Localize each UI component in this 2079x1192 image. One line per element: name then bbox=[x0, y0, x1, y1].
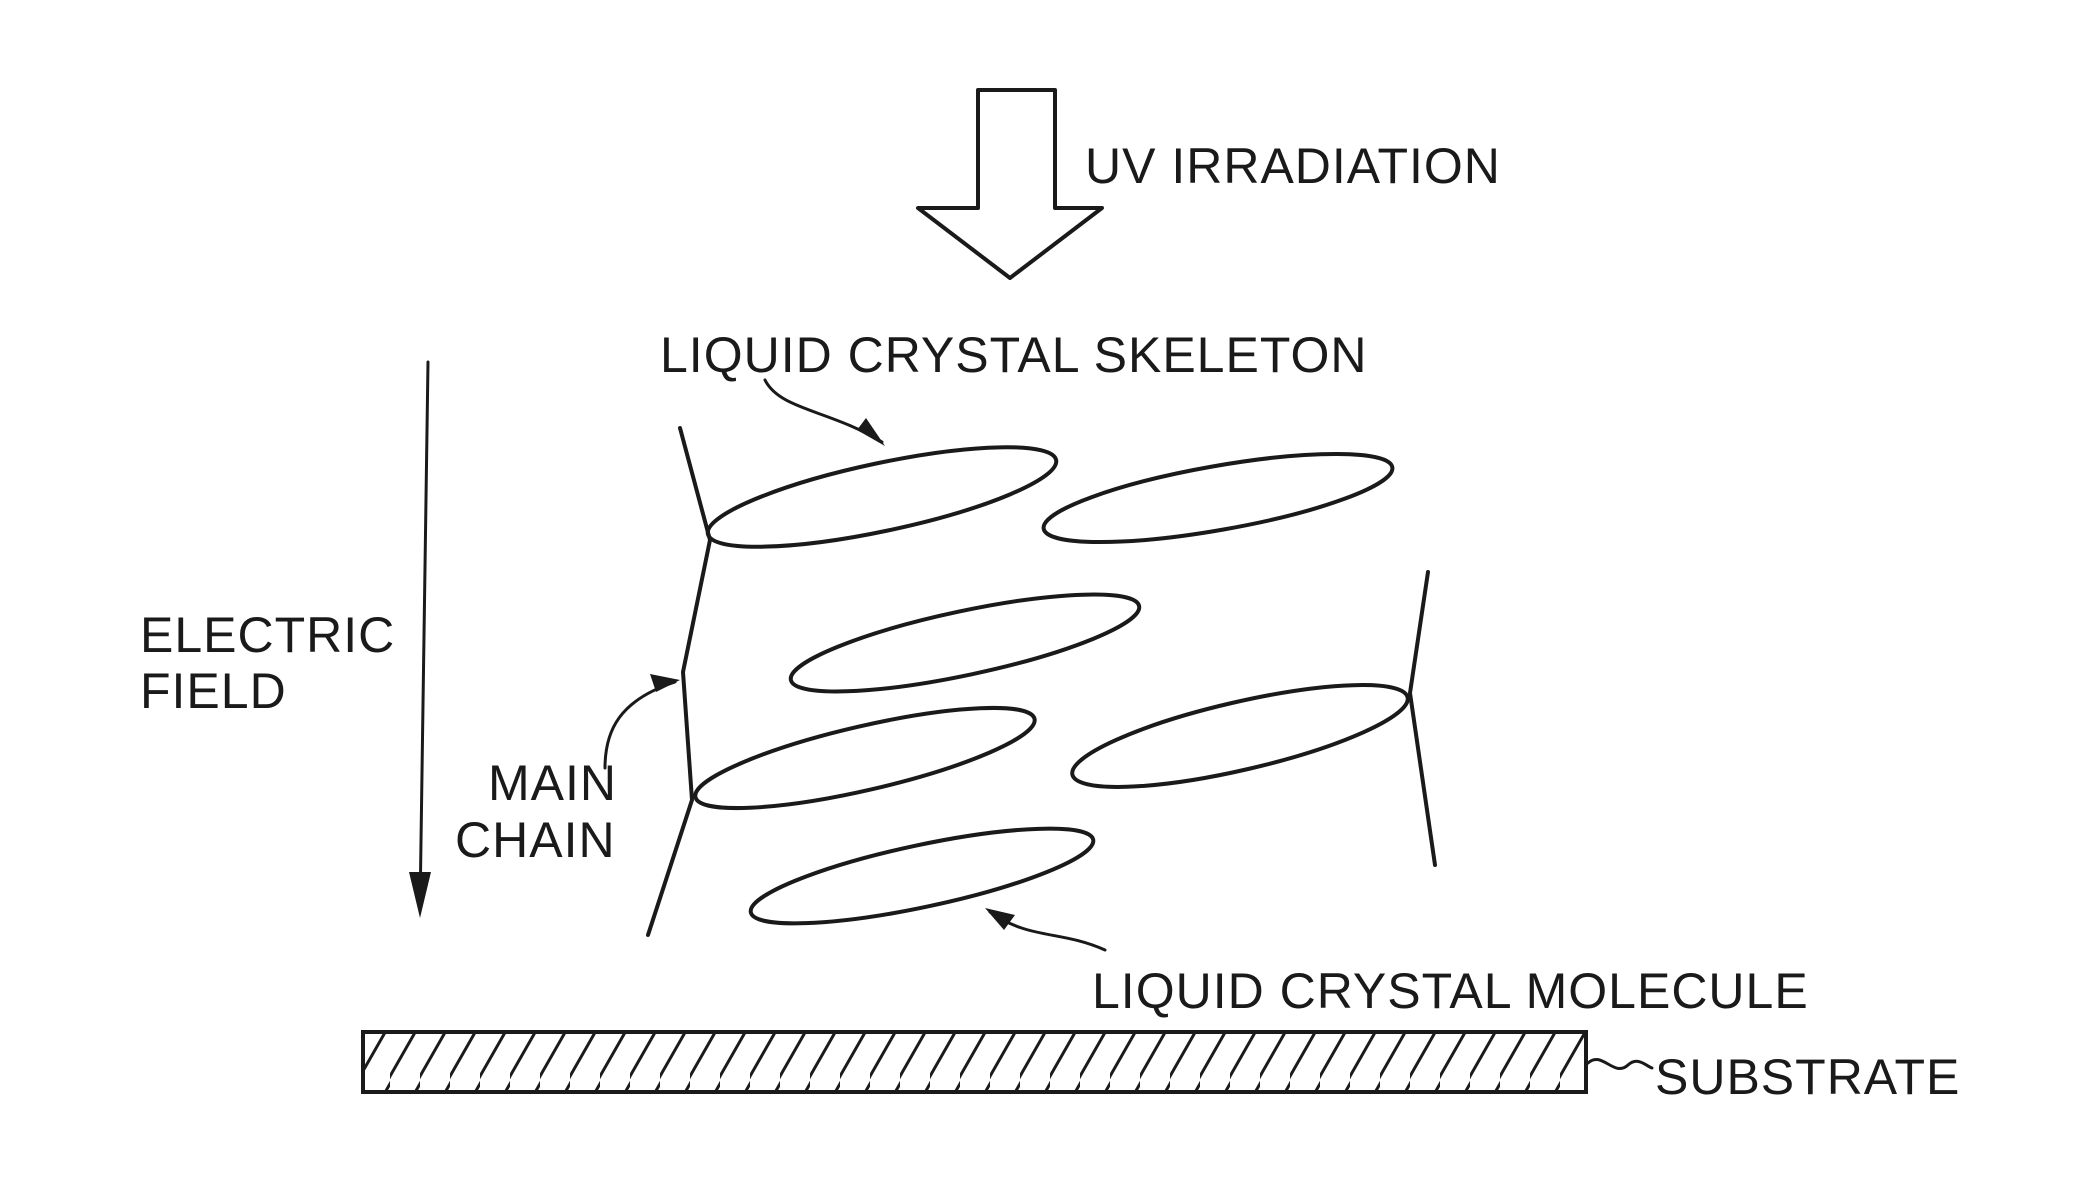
electric-field-label-line2: FIELD bbox=[140, 663, 287, 719]
lc-molecule bbox=[688, 688, 1041, 829]
lc-molecule bbox=[744, 809, 1099, 942]
substrate-leader bbox=[1588, 1059, 1652, 1068]
electric-field-label-line1: ELECTRIC bbox=[140, 607, 395, 663]
lc-molecule bbox=[701, 427, 1063, 568]
main-chain-label-line1: MAIN bbox=[488, 755, 617, 811]
main-chain-right bbox=[1410, 572, 1435, 865]
uv-irradiation-arrow bbox=[918, 90, 1102, 278]
electric-field-arrow bbox=[420, 362, 428, 910]
lc-skeleton-pointer-head bbox=[857, 418, 885, 446]
lc-molecule-label: LIQUID CRYSTAL MOLECULE bbox=[1092, 963, 1809, 1019]
lc-molecule-pointer-head bbox=[985, 908, 1015, 930]
lc-skeleton-label: LIQUID CRYSTAL SKELETON bbox=[660, 327, 1367, 383]
substrate-label: SUBSTRATE bbox=[1655, 1049, 1960, 1105]
substrate-plate bbox=[363, 1032, 1586, 1092]
main-chain-label-line2: CHAIN bbox=[455, 812, 616, 868]
uv-irradiation-label: UV IRRADIATION bbox=[1085, 138, 1501, 194]
lc-molecule bbox=[1038, 436, 1398, 560]
electric-field-arrowhead bbox=[409, 872, 431, 918]
lc-molecule bbox=[784, 575, 1146, 712]
lc-molecule bbox=[1065, 664, 1415, 808]
